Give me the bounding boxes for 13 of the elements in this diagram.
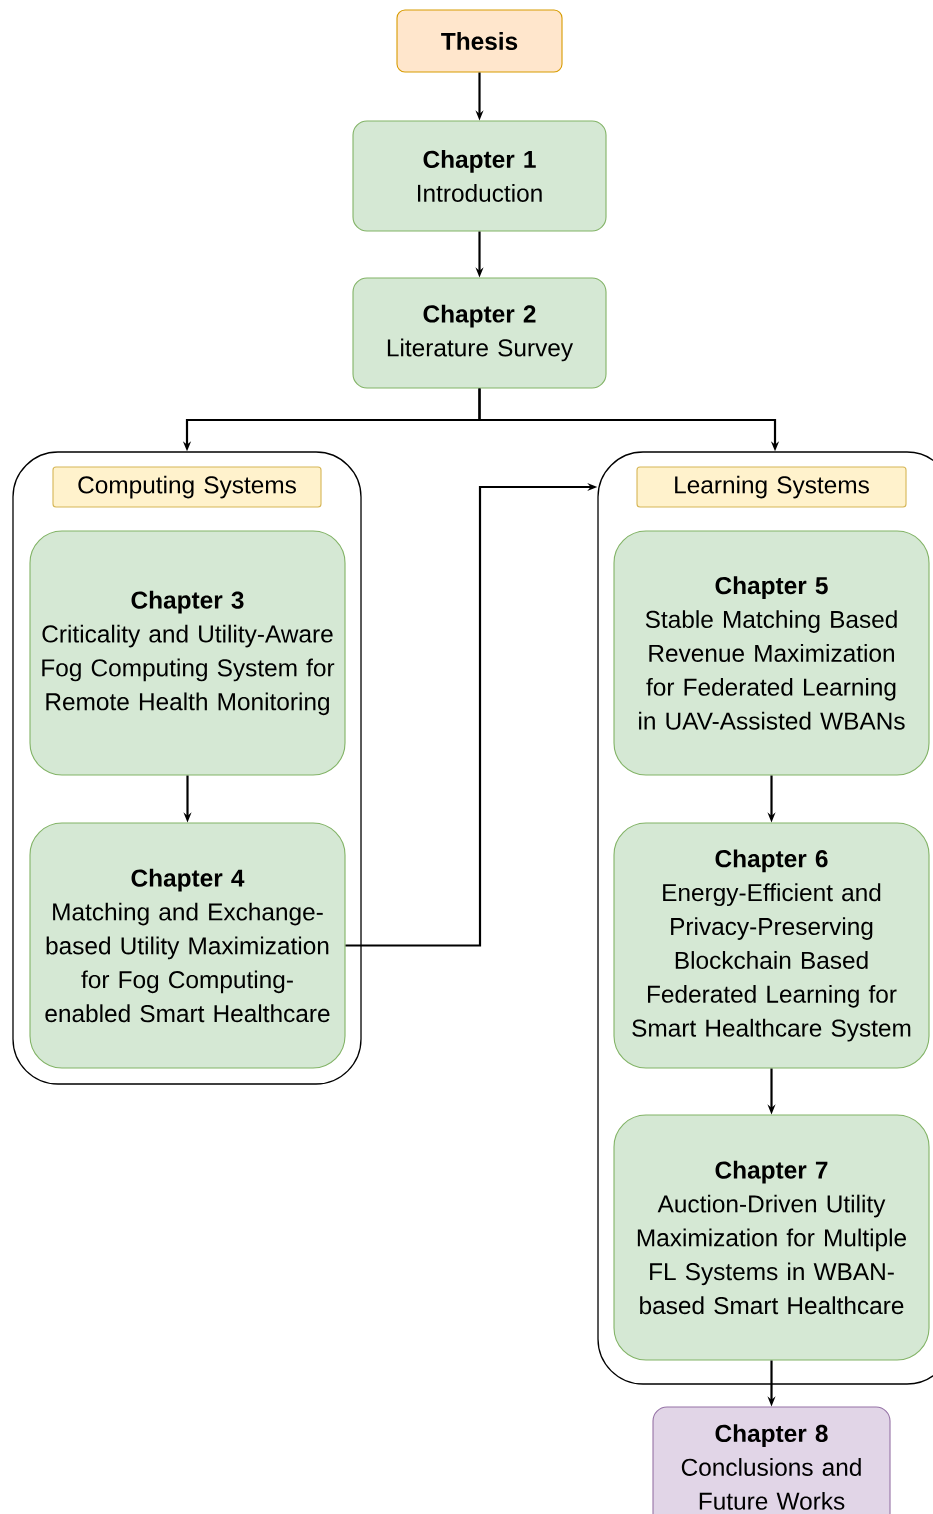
chapter-box: Chapter 2 Literature Survey <box>352 277 607 389</box>
chapter-box: Chapter 5 Stable Matching Based Revenue Maximization for Federated Learning in UAV-Assisted WBANs <box>613 530 930 776</box>
chapter-box: Chapter 7 Auction-Driven Utility Maximization for Multiple FL Systems in WBAN-based Smart Healthcare <box>613 1114 930 1361</box>
group-label: Computing Systems <box>52 466 322 508</box>
chapter-box: Chapter 4 Matching and Exchange-based Utility Maximization for Fog Computing-enabled Smart Healthcare <box>29 822 346 1069</box>
chapter-box: Chapter 1 Introduction <box>352 120 607 232</box>
group-frame <box>597 451 933 1385</box>
chapter-box: Chapter 6 Energy-Efficient and Privacy-Preserving Blockchain Based Federated Learning for Smart Healthcare System <box>613 822 930 1069</box>
group-label: Learning Systems <box>636 466 907 508</box>
title-box: Thesis <box>396 9 563 73</box>
group-frame <box>12 451 362 1085</box>
chapter-box: Chapter 8 Conclusions and Future Works <box>652 1406 891 1514</box>
chapter-box: Chapter 3 Criticality and Utility-Aware Fog Computing System for Remote Health Monitoring <box>29 530 346 776</box>
